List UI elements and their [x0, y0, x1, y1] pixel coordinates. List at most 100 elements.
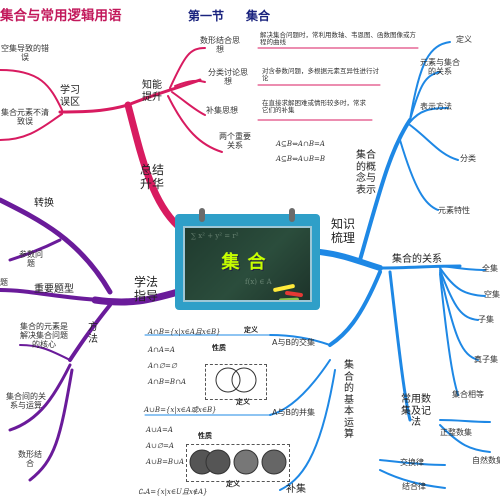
- ability-item-4: 两个重要关系: [219, 132, 251, 151]
- venn-inter-b: [231, 367, 257, 393]
- branch-concept: [358, 118, 412, 262]
- branch-knowledge-main: [317, 249, 383, 271]
- branch-ability: [126, 78, 202, 107]
- venn-union-2: [233, 449, 259, 475]
- numbers-label: 常用数集及记法: [401, 394, 431, 428]
- complement-def: ∁ᵤA={x|x∈U且x∉A}: [138, 488, 208, 496]
- method-transform: 转换: [34, 198, 54, 209]
- ability-formula-2: A⊆B⇔A∪B=B: [276, 155, 326, 163]
- union-prop-2: A∪∅=A: [146, 442, 174, 450]
- ability-desc-3: 在直接求解困难或情形较多时，常求它们的补集: [262, 99, 366, 115]
- concept-item-rel: 元素与集合的关系: [420, 58, 460, 77]
- branch-ops-union: [269, 359, 331, 416]
- venn-inter-a: [215, 367, 241, 393]
- intersection-def-tag: 定义: [244, 326, 258, 334]
- concept-branch-label: 集合的概念与表示: [356, 150, 376, 196]
- study-label: 学习误区: [60, 85, 80, 108]
- board-ring: [199, 208, 205, 222]
- branch-ability-4: [167, 95, 223, 153]
- concept-item-cls: 分类: [460, 154, 476, 163]
- venn-union-1b: [205, 449, 231, 475]
- branch-concept-feat: [399, 139, 439, 211]
- venn-union-3: [261, 449, 287, 475]
- intersection-prop-tag: 性质: [212, 344, 226, 352]
- branch-concept-def: [409, 41, 451, 121]
- number-item-1: 正整数集: [440, 428, 472, 437]
- branch-study-1: [0, 69, 63, 111]
- branch-rel-3: [439, 269, 479, 321]
- branch-num-2: [439, 424, 491, 453]
- study-item-2: 集合元素不清致误: [1, 108, 49, 127]
- intersection-prop-2: A∩∅=∅: [148, 362, 177, 370]
- branch-ops-inter: [269, 334, 331, 346]
- branch-num-1: [439, 419, 491, 423]
- branch-laws-2: [379, 469, 446, 489]
- ability-label: 知能提升: [142, 80, 162, 103]
- branch-rel-2: [439, 267, 486, 297]
- method-methods: 方法: [88, 322, 98, 345]
- concept-item-rep: 表示方法: [420, 102, 452, 111]
- knowledge-label: 知识梳理: [330, 217, 355, 245]
- union-label: A与B的并集: [272, 408, 315, 417]
- concept-item-def: 定义: [456, 35, 472, 44]
- ability-item-3: 补集思想: [206, 106, 238, 115]
- hub-board: ∑ x² + y² = r² f(x) ∈ A 集合: [175, 208, 320, 310]
- relation-item-3: 子集: [478, 315, 494, 324]
- branch-relations: [378, 264, 462, 270]
- branch-ability-1: [169, 47, 206, 89]
- chalkboard: ∑ x² + y² = r² f(x) ∈ A 集合: [183, 226, 312, 302]
- section-label: 第一节: [188, 9, 225, 23]
- ability-desc-1: 解决集合问题时，常利用数轴、韦恩图、函数图像或方程的曲线: [260, 31, 416, 47]
- branch-ops-comp: [279, 369, 336, 491]
- relation-item-4: 真子集: [474, 355, 498, 364]
- ability-desc-2: 对含参数问题，多根据元素互异性进行讨论: [262, 67, 379, 83]
- method-between: 集合间的关系与运算: [6, 392, 46, 411]
- branch-ability-2: [174, 79, 206, 87]
- branch-method-methods: [68, 303, 112, 362]
- branch-method-key: [0, 288, 102, 302]
- branch-method-transform: [0, 197, 113, 295]
- intersection-prop-3: A∩B=B∩A: [148, 378, 186, 386]
- branch-concept-rep: [409, 107, 449, 123]
- chalk-piece: [278, 297, 300, 300]
- branch-summary-main: [124, 101, 182, 230]
- page-title: 集合与常用逻辑用语: [0, 8, 122, 24]
- method-cut: 题: [0, 278, 8, 287]
- relation-item-2: 空集: [484, 290, 500, 299]
- branch-rel-5: [439, 273, 459, 396]
- board-ring: [289, 208, 295, 222]
- intersection-label: A与B的交集: [272, 338, 315, 347]
- law-item-2: 结合律: [402, 482, 426, 491]
- topic-label: 集合: [246, 9, 271, 23]
- intersection-def: A∩B={x|x∈A且x∈B}: [148, 328, 221, 336]
- relations-label: 集合的关系: [392, 254, 442, 265]
- branch-rel-1: [439, 265, 486, 271]
- ability-item-2: 分类讨论思想: [208, 68, 248, 87]
- ability-formula-1: A⊆B⇔A∩B=A: [276, 140, 325, 148]
- union-prop-1: A∪A=A: [146, 426, 173, 434]
- union-prop-tag: 性质: [198, 432, 212, 440]
- law-item-1: 交换律: [400, 458, 424, 467]
- union-def: A∪B={x|x∈A或x∈B}: [144, 406, 217, 414]
- method-label: 学法指导: [133, 275, 158, 303]
- branch-ops: [328, 270, 382, 347]
- union-venn-box: [186, 444, 290, 482]
- branch-study-2: [0, 113, 63, 141]
- relation-item-1: 全集: [482, 264, 498, 273]
- ability-item-1: 数形结合思想: [200, 36, 240, 55]
- branch-method-main: [91, 288, 182, 306]
- complement-label: 补集: [286, 484, 306, 495]
- branch-concept-rel: [409, 71, 441, 121]
- method-shape: 数形结合: [18, 450, 42, 469]
- branch-method-between: [8, 363, 72, 432]
- summary-label: 总结升华: [140, 163, 165, 191]
- method-core: 集合的元素是解决集合问题的核心: [20, 322, 68, 350]
- union-prop-3: A∪B=B∪A: [146, 458, 184, 466]
- study-item-1: 空集导致的错误: [1, 44, 49, 63]
- intersection-prop-1: A∩A=A: [148, 346, 175, 354]
- branch-numbers: [388, 270, 412, 422]
- branch-concept-cls: [409, 124, 459, 161]
- ops-label: 集合的基本运算: [344, 360, 354, 440]
